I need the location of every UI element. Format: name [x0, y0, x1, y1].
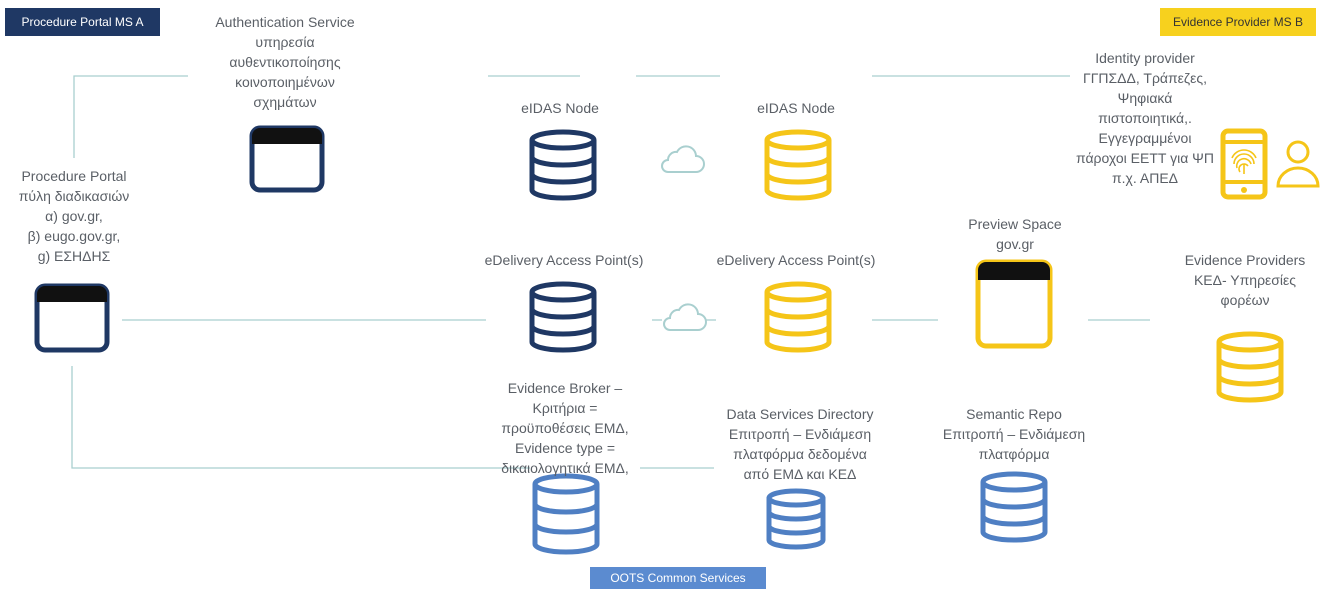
eidas-node-b-label: eIDAS Node — [757, 100, 835, 116]
database-icon — [980, 471, 1048, 543]
browser-window-icon — [34, 283, 110, 353]
edelivery-a-label: eDelivery Access Point(s) — [484, 252, 644, 268]
preview-space-label: Preview Space gov.gr — [968, 216, 1062, 252]
browser-window-icon — [249, 125, 325, 193]
edelivery-b-label: eDelivery Access Point(s) — [716, 252, 876, 268]
smartphone-fingerprint-icon — [1220, 128, 1268, 200]
data-services-label: Data Services Directory Επιτροπή – Ενδιά… — [726, 406, 874, 482]
database-icon — [766, 488, 826, 550]
ms-b-tag: Evidence Provider MS B — [1160, 8, 1316, 36]
oots-tag: OOTS Common Services — [590, 567, 766, 589]
user-icon — [1276, 140, 1320, 188]
identity-provider-label: Identity provider ΓΓΠΣΔΔ, Τράπεζες, Ψηφι… — [1075, 50, 1214, 186]
browser-window-icon — [975, 259, 1053, 349]
evidence-broker-label: Evidence Broker – Κριτήρια = προϋποθέσει… — [501, 380, 629, 476]
database-icon — [529, 281, 597, 353]
database-icon — [764, 129, 832, 201]
database-icon — [529, 129, 597, 201]
database-icon — [1216, 331, 1284, 403]
database-icon — [764, 281, 832, 353]
ms-a-tag: Procedure Portal MS A — [5, 8, 160, 36]
cloud-icon — [661, 145, 705, 173]
procedure-portal-label: Procedure Portal πύλη διαδικασιών α) gov… — [18, 168, 130, 264]
semantic-repo-label: Semantic Repo Επιτροπή – Ενδιάμεση πλατφ… — [942, 406, 1086, 462]
eidas-node-a-label: eIDAS Node — [521, 100, 599, 116]
evidence-providers-label: Evidence Providers ΚΕΔ- Υπηρεσίες φορέων — [1184, 252, 1306, 308]
database-icon — [532, 473, 600, 555]
cloud-icon — [663, 303, 707, 331]
auth-service-label: Authentication Service υπηρεσία αυθεντικ… — [215, 14, 355, 110]
